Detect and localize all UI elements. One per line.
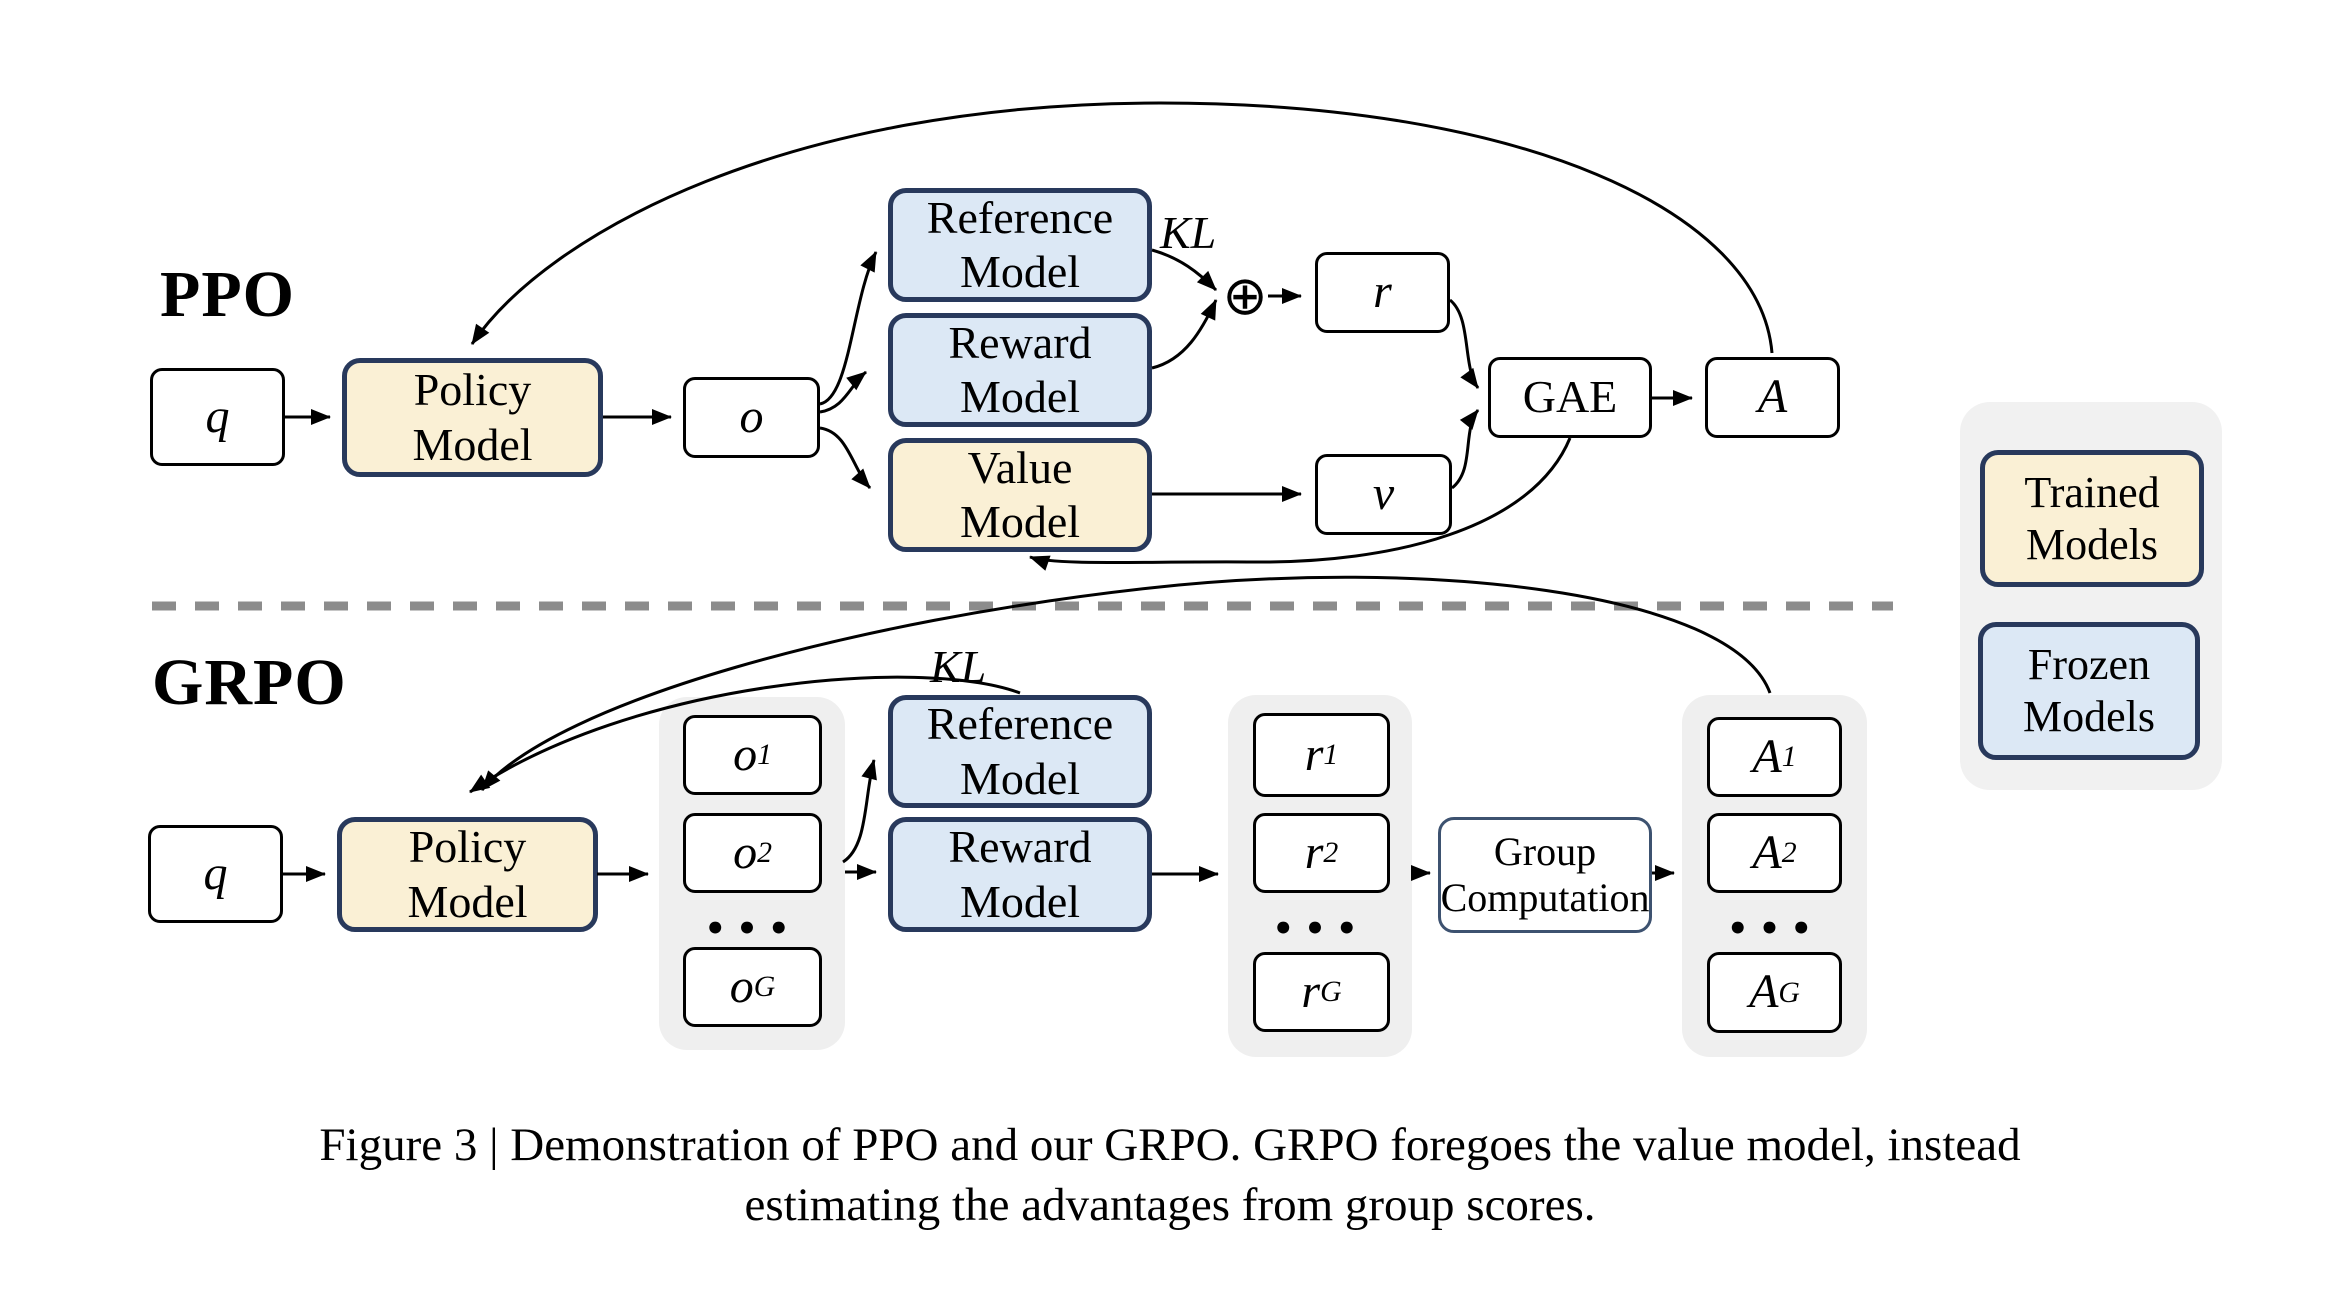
ppo-a-node: A <box>1705 357 1840 438</box>
arrow-grpo-o-to-reference <box>842 759 877 864</box>
ppo-v-node: v <box>1315 454 1452 535</box>
ppo-policy-model-node: Policy Model <box>342 358 603 477</box>
grpo-reward-model-node: Reward Model <box>888 817 1152 932</box>
grpo-r1-label: r <box>1304 727 1324 781</box>
ppo-reference-model-node: Reference Model <box>888 188 1152 302</box>
ppo-r-node: r <box>1315 252 1450 333</box>
grpo-a-ellipsis: ••• <box>1726 909 1823 949</box>
arrow-ppo-o-to-value <box>819 426 872 490</box>
ppo-section-title: PPO <box>160 258 295 331</box>
grpo-r2-label: r <box>1304 825 1324 879</box>
grpo-a2-label: A <box>1752 825 1782 879</box>
grpo-oG-label: o <box>729 959 754 1013</box>
grpo-aG-label: A <box>1749 965 1779 1019</box>
grpo-q-node: q <box>148 825 283 923</box>
grpo-o2-label: o <box>733 825 758 879</box>
arrow-ppo-reward-to-plus <box>1151 299 1218 370</box>
arrow-ppo-o-to-reward <box>819 370 867 414</box>
circled-plus-icon: ⊕ <box>1222 264 1268 327</box>
ppo-o-node: o <box>683 377 820 458</box>
grpo-o1-label: o <box>733 727 758 781</box>
grpo-a1-label: A <box>1752 729 1782 783</box>
grpo-r-ellipsis: ••• <box>1272 909 1368 949</box>
ppo-q-node: q <box>150 368 285 466</box>
ppo-gae-node: GAE <box>1488 357 1652 438</box>
grpo-policy-model-node: Policy Model <box>337 817 598 932</box>
figure-caption-line2: estimating the advantages from group sco… <box>744 1179 1596 1231</box>
figure-caption-line1: Figure 3 | Demonstration of PPO and our … <box>319 1119 2021 1171</box>
arrow-ppo-o-to-reference <box>819 251 878 406</box>
grpo-rG-label: r <box>1301 964 1321 1018</box>
ppo-kl-label: KL <box>1160 207 1217 258</box>
grpo-kl-label: KL <box>930 641 987 692</box>
grpo-group-computation-node: Group Computation <box>1438 817 1652 933</box>
legend-trained-models: Trained Models <box>1980 450 2204 587</box>
arrow-ppo-r-to-gae <box>1448 298 1480 389</box>
legend-frozen-models: Frozen Models <box>1978 622 2200 760</box>
ppo-reward-model-node: Reward Model <box>888 313 1152 427</box>
arrow-ppo-v-to-gae <box>1450 409 1480 490</box>
grpo-section-title: GRPO <box>152 646 347 719</box>
grpo-reference-model-node: Reference Model <box>888 695 1152 808</box>
grpo-o-ellipsis: ••• <box>704 909 800 949</box>
ppo-value-model-node: Value Model <box>888 438 1152 552</box>
